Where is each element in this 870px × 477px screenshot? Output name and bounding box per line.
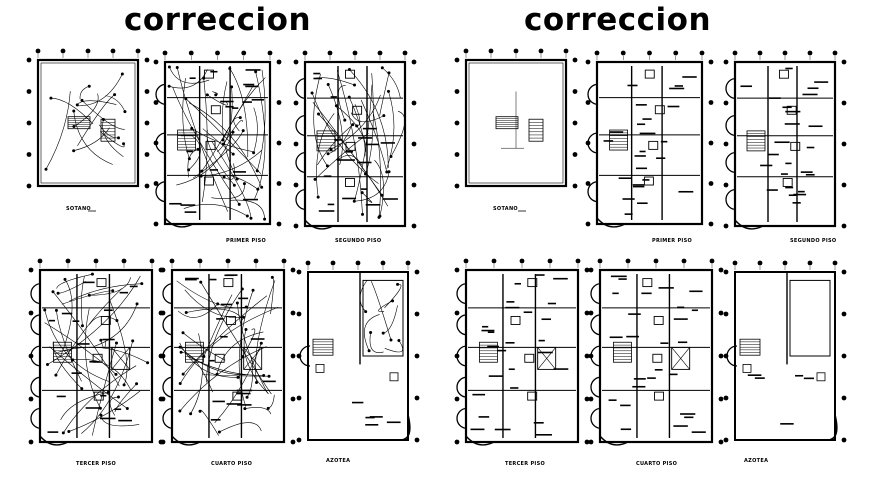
label-segundo-piso-right: SEGUNDO PISO [790, 238, 837, 244]
title-left: correccion [124, 2, 312, 38]
label-primer-piso-right: PRIMER PISO [652, 238, 693, 244]
label-cuarto-piso-right: CUARTO PISO [636, 461, 678, 467]
label-sotano-left: SOTANO [66, 206, 91, 212]
label-azotea-left: AZOTEA [326, 458, 351, 464]
label-tercer-piso-right: TERCER PISO [505, 461, 546, 467]
label-azotea-right: AZOTEA [744, 458, 769, 464]
label-segundo-piso-left: SEGUNDO PISO [335, 238, 382, 244]
label-primer-piso-left: PRIMER PISO [226, 238, 267, 244]
label-sotano-right: SOTANO [493, 206, 518, 212]
label-cuarto-piso-left: CUARTO PISO [211, 461, 253, 467]
label-tercer-piso-left: TERCER PISO [76, 461, 117, 467]
title-right: correccion [524, 2, 712, 38]
